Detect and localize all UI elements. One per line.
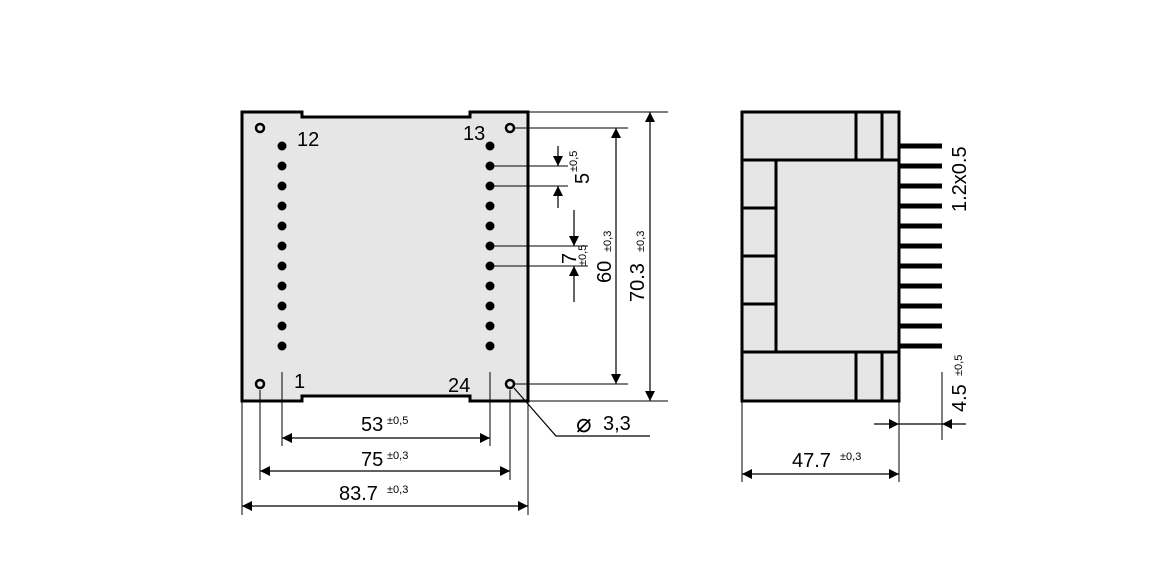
side-pin (899, 183, 942, 189)
right-pin (485, 261, 495, 271)
left-pin (277, 241, 287, 251)
dim-70-3-tolerance: ±0,3 (635, 231, 647, 252)
dim-7-tolerance: ±0,5 (577, 245, 589, 266)
side-pin (899, 163, 942, 169)
right-pin (485, 301, 495, 311)
side-pin (899, 283, 942, 289)
left-pin (277, 261, 287, 271)
left-pin (277, 321, 287, 331)
side-pin (899, 263, 942, 269)
dim-60-tolerance: ±0,3 (602, 231, 614, 252)
pin-section-value: 1.2x0.5 (949, 146, 971, 212)
top-view: 12 13 1 24 (240, 110, 530, 403)
side-pin (899, 243, 942, 249)
side-pin (899, 343, 942, 349)
left-pin (277, 141, 287, 151)
left-pin (277, 341, 287, 351)
left-pin (277, 281, 287, 291)
right-pin (485, 241, 495, 251)
right-pin (485, 201, 495, 211)
side-pin (899, 223, 942, 229)
pin-label-1: 1 (294, 371, 305, 393)
dimension-lines-side-view (741, 372, 966, 482)
dim-53-value: 53 (361, 414, 383, 436)
side-view-bobbin-lines (742, 112, 899, 401)
pin-row-right (485, 141, 495, 351)
side-view-core (774, 158, 901, 354)
dim-83-7-tolerance: ±0,3 (387, 484, 408, 496)
dim-70-3-value: 70.3 (627, 263, 649, 302)
top-view-outline (240, 110, 530, 403)
right-pin (485, 141, 495, 151)
right-pin (485, 341, 495, 351)
dim-75-value: 75 (361, 449, 383, 471)
dim-53-tolerance: ±0,5 (387, 415, 408, 427)
left-pin (277, 221, 287, 231)
dim-4-5-tolerance: ±0,5 (953, 355, 965, 376)
pin-row-left (277, 141, 287, 351)
dim-47-7-tolerance: ±0,3 (840, 451, 861, 463)
side-pin (899, 303, 942, 309)
dim-4-5-value: 4.5 (949, 384, 971, 412)
right-pin (485, 181, 495, 191)
side-pin (899, 143, 942, 149)
side-pin (899, 323, 942, 329)
pin-label-13: 13 (463, 123, 485, 145)
mounting-hole-top-left (254, 122, 266, 134)
dim-75-tolerance: ±0,3 (387, 450, 408, 462)
right-pin (485, 161, 495, 171)
right-pin (485, 281, 495, 291)
mounting-hole-bottom-left (254, 378, 266, 390)
pin-label-12: 12 (297, 129, 319, 151)
right-pin (485, 221, 495, 231)
side-view (740, 110, 942, 403)
side-pin (899, 203, 942, 209)
right-pin (485, 321, 495, 331)
dim-5-value: 5 (572, 173, 594, 184)
dim-47-7-value: 47.7 (792, 450, 831, 472)
left-pin (277, 301, 287, 311)
hole-diameter-value: 3,3 (603, 413, 631, 435)
dim-7-value: 7 (559, 253, 581, 264)
left-pin (277, 181, 287, 191)
dim-5-tolerance: ±0,5 (568, 151, 580, 172)
pin-label-24: 24 (448, 375, 470, 397)
left-pin (277, 161, 287, 171)
dimension-lines-top-view (242, 112, 655, 511)
dim-83-7-value: 83.7 (339, 483, 378, 505)
diameter-symbol: ⌀ (576, 408, 592, 438)
left-pin (277, 201, 287, 211)
side-view-pins (899, 143, 942, 349)
hole-leader-line (513, 387, 650, 437)
dim-60-value: 60 (594, 261, 616, 283)
